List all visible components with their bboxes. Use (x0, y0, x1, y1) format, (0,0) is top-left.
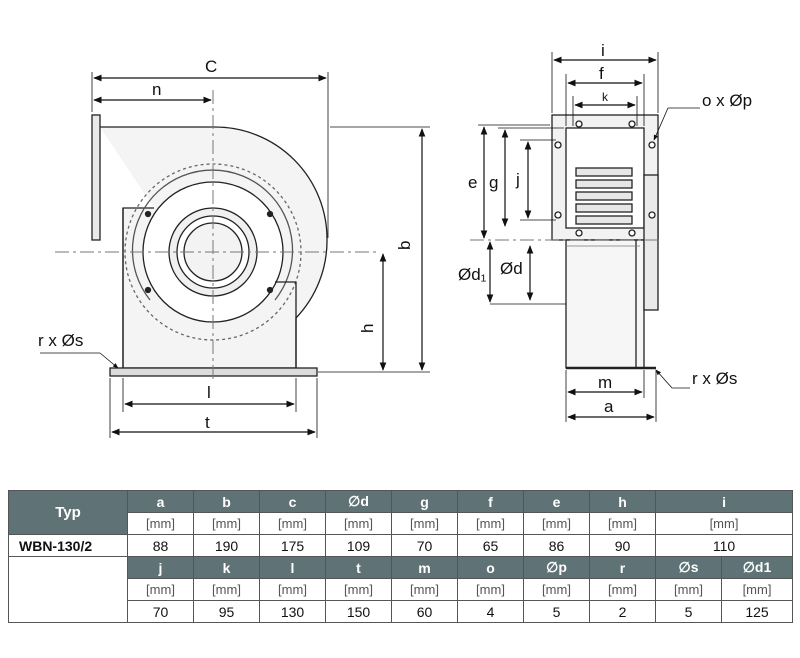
value-k: 95 (193, 600, 260, 623)
label-h: h (358, 324, 377, 333)
unit-cell: [mm] (391, 512, 458, 535)
value-t: 150 (325, 600, 392, 623)
label-d: Ød (500, 259, 523, 278)
col-s-header: ∅s (655, 556, 722, 579)
col-j-header: j (127, 556, 194, 579)
label-b: b (395, 241, 414, 250)
unit-cell: [mm] (325, 578, 392, 601)
col-b-header: b (193, 490, 260, 513)
col-m-header: m (391, 556, 458, 579)
col-g-header: g (391, 490, 458, 513)
unit-cell: [mm] (523, 512, 590, 535)
blank-cell (8, 556, 128, 623)
label-i: i (601, 41, 605, 60)
label-m: m (598, 373, 612, 392)
label-k: k (602, 90, 609, 104)
unit-cell: [mm] (654, 512, 794, 535)
fan-dimension-drawing: C n b h l t r x Øs (38, 41, 752, 438)
unit-cell: [mm] (589, 512, 656, 535)
value-m: 60 (391, 600, 458, 623)
unit-cell: [mm] (457, 578, 524, 601)
dimension-table: Typ a b c ∅d g f e h i [mm] [mm] [mm] [m… (8, 490, 794, 623)
value-i: 110 (654, 534, 794, 557)
value-j: 70 (127, 600, 194, 623)
col-e-header: e (523, 490, 590, 513)
value-d: 109 (325, 534, 392, 557)
label-e: e (468, 173, 477, 192)
unit-cell: [mm] (259, 578, 326, 601)
col-r-header: r (589, 556, 656, 579)
typ-header: Typ (8, 490, 128, 535)
value-d1: 125 (720, 600, 794, 623)
unit-cell: [mm] (193, 578, 260, 601)
col-a-header: a (127, 490, 194, 513)
value-g: 70 (391, 534, 458, 557)
label-t: t (205, 413, 210, 432)
label-rxs-side: r x Øs (692, 369, 737, 388)
model-name: WBN-130/2 (8, 534, 128, 557)
value-c: 175 (259, 534, 326, 557)
value-p: 5 (523, 600, 590, 623)
value-h: 90 (589, 534, 656, 557)
unit-cell: [mm] (589, 578, 656, 601)
unit-cell: [mm] (720, 578, 794, 601)
value-l: 130 (259, 600, 326, 623)
front-dimensions (40, 72, 430, 438)
label-n: n (152, 80, 161, 99)
col-d1-header: ∅d1 (720, 556, 794, 579)
label-rxs-front: r x Øs (38, 331, 83, 350)
label-g: g (489, 173, 498, 192)
unit-cell: [mm] (391, 578, 458, 601)
unit-cell: [mm] (127, 512, 194, 535)
unit-cell: [mm] (655, 578, 722, 601)
label-f: f (599, 64, 604, 83)
col-k-header: k (193, 556, 260, 579)
unit-cell: [mm] (127, 578, 194, 601)
label-a: a (604, 397, 614, 416)
col-p-header: ∅p (523, 556, 590, 579)
unit-cell: [mm] (259, 512, 326, 535)
col-f-header: f (457, 490, 524, 513)
value-b: 190 (193, 534, 260, 557)
col-i-header: i (654, 490, 794, 513)
col-o-header: o (457, 556, 524, 579)
label-l: l (207, 383, 211, 402)
unit-cell: [mm] (193, 512, 260, 535)
value-r: 2 (589, 600, 656, 623)
unit-cell: [mm] (325, 512, 392, 535)
value-a: 88 (127, 534, 194, 557)
label-d1: Ød₁ (458, 265, 487, 284)
label-j: j (515, 170, 520, 189)
label-oxp: o x Øp (702, 91, 752, 110)
col-t-header: t (325, 556, 392, 579)
value-e: 86 (523, 534, 590, 557)
side-view (470, 114, 660, 370)
value-s: 5 (655, 600, 722, 623)
value-f: 65 (457, 534, 524, 557)
side-dimensions (478, 52, 700, 422)
unit-cell: [mm] (457, 512, 524, 535)
front-view (55, 90, 380, 380)
label-C: C (205, 57, 217, 76)
unit-cell: [mm] (523, 578, 590, 601)
value-o: 4 (457, 600, 524, 623)
col-d-header: ∅d (325, 490, 392, 513)
col-l-header: l (259, 556, 326, 579)
col-h-header: h (589, 490, 656, 513)
col-c-header: c (259, 490, 326, 513)
